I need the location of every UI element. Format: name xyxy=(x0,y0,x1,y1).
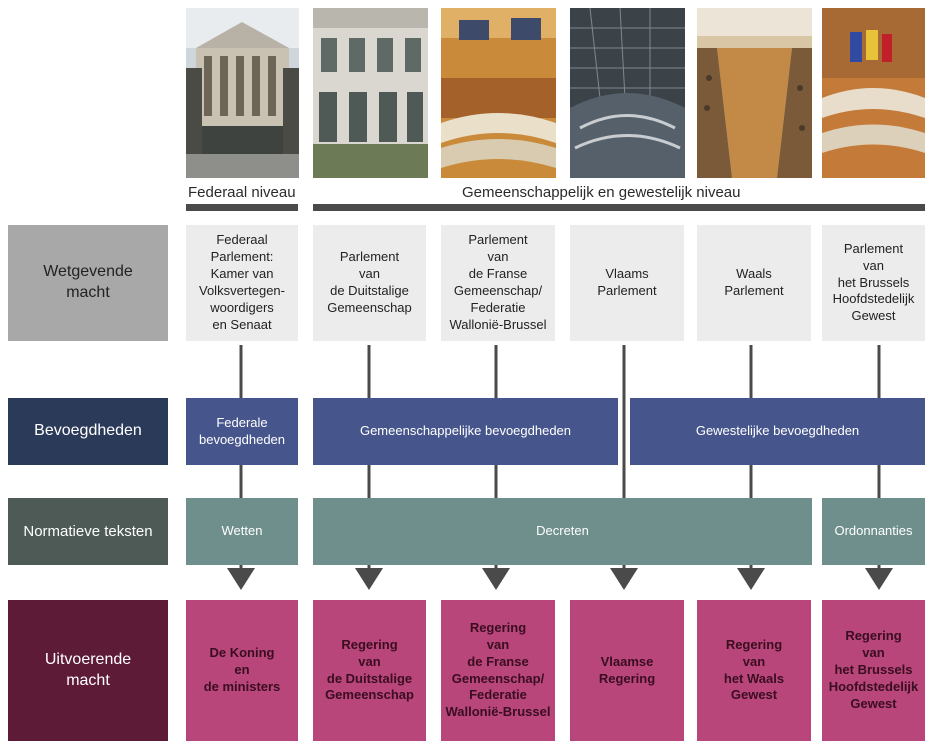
federal-parliament-building-photo xyxy=(186,8,299,178)
arrowhead-brussels xyxy=(865,568,893,590)
flemish-parliament-box: Vlaams Parlement xyxy=(570,225,684,341)
federal-competences-box: Federale bevoegdheden xyxy=(186,398,298,465)
community-regional-level-bar xyxy=(313,204,925,211)
german-community-parliament-box: Parlement van de Duitstalige Gemeenschap xyxy=(313,225,426,341)
competences-label: Bevoegdheden xyxy=(8,398,168,465)
arrowhead-federal xyxy=(227,568,255,590)
arrowhead-flemish xyxy=(610,568,638,590)
brussels-parliament-photo xyxy=(822,8,925,178)
french-community-parliament-photo xyxy=(441,8,556,178)
decrees-box: Decreten xyxy=(313,498,812,565)
arrowhead-french-community xyxy=(482,568,510,590)
legislative-power-label: Wetgevende macht xyxy=(8,225,168,341)
federal-level-label: Federaal niveau xyxy=(188,184,296,201)
brussels-government-box: Regering van het Brussels Hoofdstedelijk… xyxy=(822,600,925,741)
french-community-parliament-box: Parlement van de Franse Gemeenschap/ Fed… xyxy=(441,225,555,341)
laws-box: Wetten xyxy=(186,498,298,565)
german-community-government-box: Regering van de Duitstalige Gemeenschap xyxy=(313,600,426,741)
executive-power-label: Uitvoerende macht xyxy=(8,600,168,741)
federal-level-bar xyxy=(186,204,298,211)
community-regional-level-label: Gemeenschappelijk en gewestelijk niveau xyxy=(462,184,741,201)
arrowhead-german-community xyxy=(355,568,383,590)
flemish-parliament-photo xyxy=(570,8,685,178)
walloon-government-box: Regering van het Waals Gewest xyxy=(697,600,811,741)
flemish-government-box: Vlaamse Regering xyxy=(570,600,684,741)
arrowhead-walloon xyxy=(737,568,765,590)
federal-parliament-box: Federaal Parlement: Kamer van Volksverte… xyxy=(186,225,298,341)
german-community-parliament-photo xyxy=(313,8,428,178)
regional-competences-box: Gewestelijke bevoegdheden xyxy=(630,398,925,465)
french-community-government-box: Regering van de Franse Gemeenschap/ Fede… xyxy=(441,600,555,741)
normative-texts-label: Normatieve teksten xyxy=(8,498,168,565)
walloon-parliament-box: Waals Parlement xyxy=(697,225,811,341)
king-and-ministers-box: De Koning en de ministers xyxy=(186,600,298,741)
ordinances-box: Ordonnanties xyxy=(822,498,925,565)
brussels-parliament-box: Parlement van het Brussels Hoofdstedelij… xyxy=(822,225,925,341)
community-competences-box: Gemeenschappelijke bevoegdheden xyxy=(313,398,618,465)
walloon-parliament-photo xyxy=(697,8,812,178)
